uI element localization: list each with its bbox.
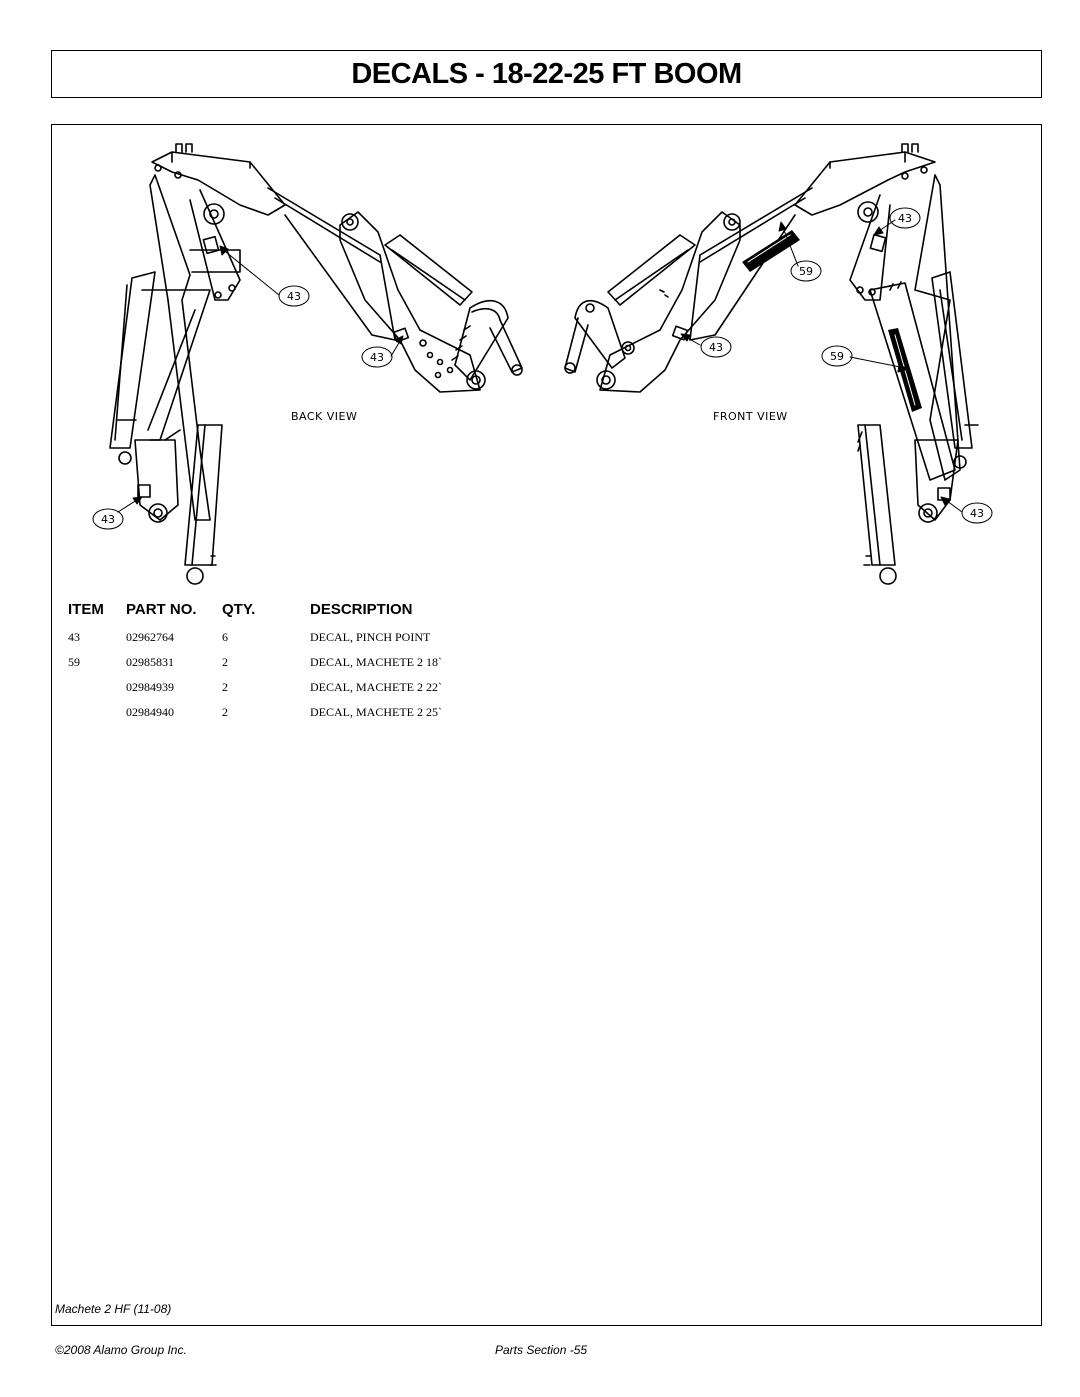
row-qty: 2 [222, 705, 228, 719]
page-title: DECALS - 18-22-25 FT BOOM [351, 57, 742, 90]
front-view-label: FRONT VIEW [713, 410, 788, 423]
row-qty: 6 [222, 630, 228, 644]
boom-diagram: 43 43 43 59 43 59 43 43 [92, 143, 993, 585]
row-part-no: 02962764 [126, 630, 174, 644]
callout-label: 43 [370, 351, 384, 364]
row-part-no: 02984940 [126, 705, 174, 719]
back-view-drawing [109, 143, 523, 585]
row-item: 59 [68, 655, 80, 669]
row-qty: 2 [222, 680, 228, 694]
row-qty: 2 [222, 655, 228, 669]
header-description: DESCRIPTION [310, 601, 413, 618]
callout-bubbles [92, 207, 993, 530]
row-part-no: 02984939 [126, 680, 174, 694]
callout-label: 43 [898, 212, 912, 225]
row-part-no: 02985831 [126, 655, 174, 669]
row-item: 43 [68, 630, 80, 644]
callout-label: 43 [101, 513, 115, 526]
content-frame [51, 124, 1042, 1326]
footer-copyright: ©2008 Alamo Group Inc. [55, 1343, 187, 1357]
header-qty: QTY. [222, 601, 256, 618]
footer-model: Machete 2 HF (11-08) [55, 1302, 172, 1316]
row-description: DECAL, PINCH POINT [310, 630, 431, 644]
row-description: DECAL, MACHETE 2 25` [310, 705, 442, 719]
row-description: DECAL, MACHETE 2 22` [310, 680, 442, 694]
callout-label: 43 [970, 507, 984, 520]
callout-label: 43 [709, 341, 723, 354]
callout-label: 59 [830, 350, 844, 363]
header-item: ITEM [68, 601, 104, 618]
footer-page-number: Parts Section -55 [495, 1343, 588, 1357]
back-view-label: BACK VIEW [291, 410, 358, 423]
page-title-box: DECALS - 18-22-25 FT BOOM [51, 50, 1042, 98]
callout-label: 59 [799, 265, 813, 278]
callout-label: 43 [287, 290, 301, 303]
row-description: DECAL, MACHETE 2 18` [310, 655, 442, 669]
callout-leaders [117, 219, 963, 513]
header-part-no: PART NO. [126, 601, 197, 618]
front-view-drawing [564, 143, 979, 585]
